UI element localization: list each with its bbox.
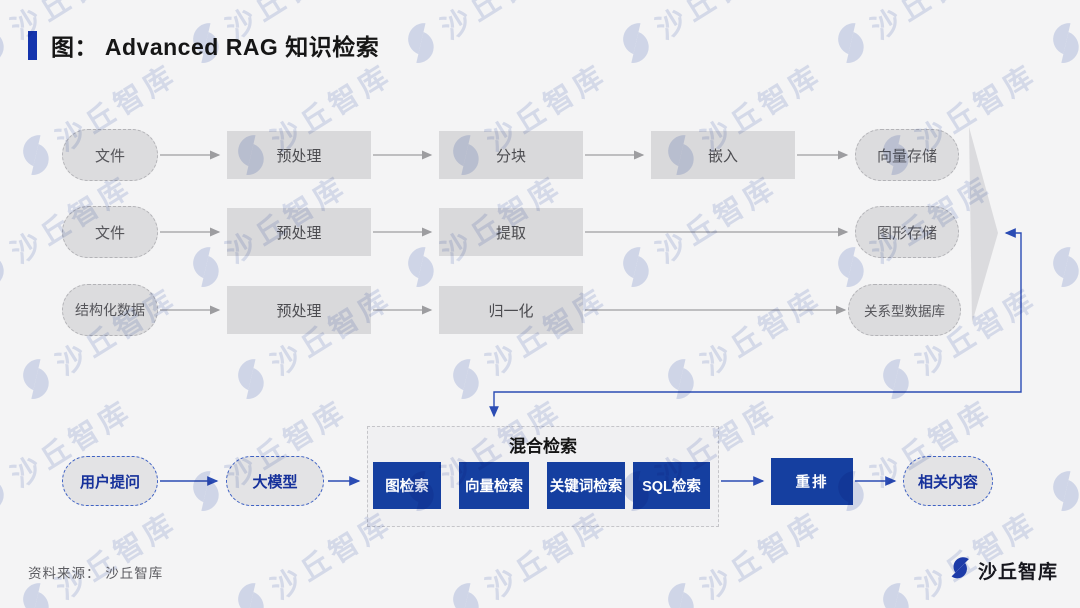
source-note: 资料来源： 沙丘智库 [28,566,164,581]
watermark: 沙丘智库 [1038,0,1080,72]
rect-embedding-row1: 嵌入 [651,131,795,179]
watermark: 沙丘智库 [608,164,785,296]
watermark: 沙丘智库 [868,500,1045,608]
ellipse-graph-store: 图形存储 [855,206,959,258]
ellipse-result: 相关内容 [903,456,993,506]
watermark: 沙丘智库 [393,0,570,72]
hybrid-retrieval-title: 混合检索 [509,437,577,456]
watermark: 沙丘智库 [8,500,185,608]
aggregation-arrow [969,127,998,323]
ellipse-structured-data: 结构化数据 [62,284,158,336]
rect-sql-retrieval: SQL检索 [633,462,710,509]
ellipse-file-row1: 文件 [62,129,158,181]
ellipse-file-row2: 文件 [62,206,158,258]
watermark: 沙丘智库 [1038,164,1080,296]
rect-rerank: 重排 [771,458,853,505]
rect-normalize-row3: 归一化 [439,286,583,334]
watermark: 沙丘智库 [823,0,1000,72]
watermark: 沙丘智库 [1038,388,1080,520]
rect-chunking-row1: 分块 [439,131,583,179]
brand-logo: 沙丘智库 [948,556,1058,585]
ellipse-user-query: 用户提问 [62,456,158,506]
rect-preprocess-row2: 预处理 [227,208,371,256]
ellipse-vector-store: 向量存储 [855,129,959,181]
watermark: 沙丘智库 [608,0,785,72]
rect-graph-retrieval: 图检索 [373,462,441,509]
watermark: 沙丘智库 [653,276,830,408]
page-title: 图： Advanced RAG 知识检索 [51,34,380,60]
header: 图： Advanced RAG 知识检索 [28,28,379,62]
rect-vector-retrieval: 向量检索 [459,462,529,509]
rect-keyword-retrieval: 关键词检索 [547,462,625,509]
brand-icon [948,556,972,585]
rect-preprocess-row1: 预处理 [227,131,371,179]
brand-name: 沙丘智库 [977,562,1058,583]
ellipse-llm: 大模型 [226,456,324,506]
title-accent-bar [28,30,37,60]
rect-extract-row2: 提取 [439,208,583,256]
rect-preprocess-row3: 预处理 [227,286,371,334]
ellipse-relational-db: 关系型数据库 [848,284,961,336]
